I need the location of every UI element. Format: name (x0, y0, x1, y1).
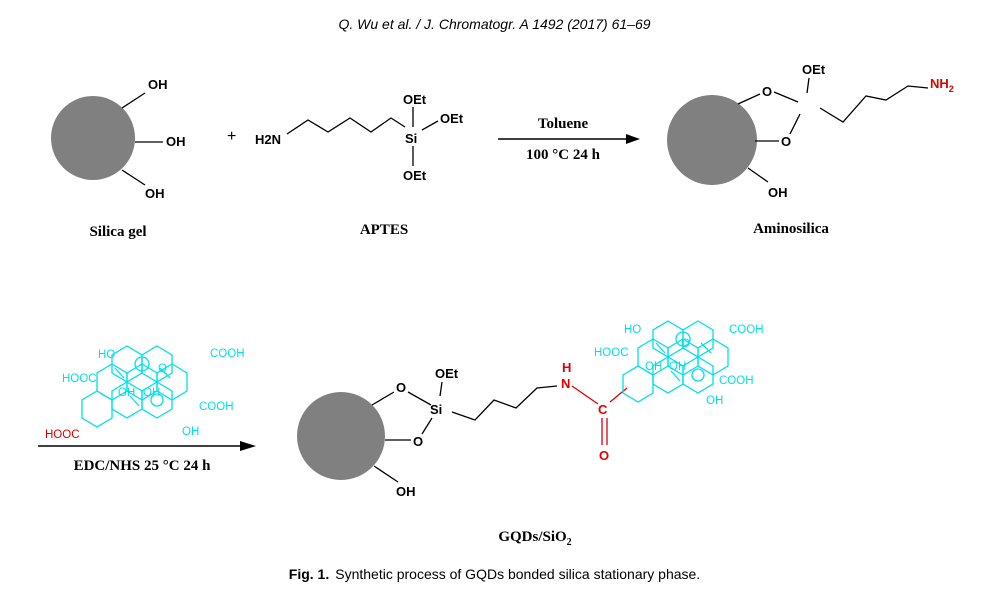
silica-gel: OH OH OH Silica gel (51, 77, 186, 240)
product-n: N (561, 376, 570, 391)
gqd-oh-bottom: OH (182, 426, 199, 438)
product-oet: OEt (435, 366, 459, 381)
gqdp-oh-2: OH (669, 361, 686, 373)
figure-label: Fig. 1. (288, 566, 330, 582)
silica-oh-bottom: OH (145, 186, 165, 201)
aptes-oet-top: OEt (403, 92, 427, 107)
step2-arrow: EDC/NHS 25 °C 24 h (38, 441, 256, 474)
aminosilica-o-bottom: O (781, 134, 791, 149)
step1-condition: 100 °C 24 h (526, 147, 601, 163)
gqd-cooh-top: COOH (210, 348, 245, 360)
product: O Si OEt O H N C O OH GQDs/SiO2 (297, 360, 628, 548)
step1-reagent: Toluene (538, 116, 589, 132)
aptes-si: Si (405, 131, 417, 146)
product-o-bottom: O (413, 434, 423, 449)
gqdp-hooc: HOOC (594, 347, 629, 359)
silica-oh-top: OH (148, 77, 168, 92)
gqd-hooc-left: HOOC (62, 373, 97, 385)
gqdp-o-epoxy: O (681, 338, 690, 350)
step2-condition: EDC/NHS 25 °C 24 h (74, 458, 212, 474)
step1-arrow: Toluene 100 °C 24 h (498, 116, 640, 163)
aptes-oet-bottom: OEt (403, 168, 427, 183)
gqd-reactant: HO COOH HOOC OH OH O COOH HOOC OH (45, 345, 245, 441)
aminosilica-label: Aminosilica (753, 221, 829, 237)
figure-caption: Fig. 1. Synthetic process of GQDs bonded … (0, 566, 989, 582)
gqd-o-epoxy: O (158, 363, 167, 375)
aminosilica-nh2: NH2 (930, 76, 954, 94)
aptes-h2n: H2N (255, 132, 281, 147)
aptes-label: APTES (360, 222, 408, 238)
gqdp-ho: HO (624, 324, 641, 336)
gqd-oh-2: OH (143, 387, 160, 399)
aminosilica-sphere (667, 95, 757, 185)
gqdp-cooh-top: COOH (729, 324, 764, 336)
aminosilica-o-top: O (762, 84, 772, 99)
aminosilica-oh: OH (768, 185, 788, 200)
gqd-oh-1: OH (118, 387, 135, 399)
gqdp-oh-1: OH (645, 361, 662, 373)
product-oh: OH (396, 484, 416, 499)
figure-caption-text: Synthetic process of GQDs bonded silica … (335, 566, 701, 582)
gqd-cooh-right: COOH (199, 401, 234, 413)
aminosilica-oet: OEt (802, 62, 826, 77)
plus-sign: + (227, 128, 236, 145)
product-o-top: O (396, 380, 406, 395)
gqdp-cooh-right: COOH (719, 375, 754, 387)
product-c: C (598, 402, 608, 417)
aminosilica: O OEt O NH2 OH Aminosilica (667, 62, 954, 237)
product-label: GQDs/SiO2 (498, 529, 571, 548)
silica-sphere (51, 96, 135, 180)
product-o-carbonyl: O (599, 448, 609, 463)
gqd-hooc-reactive: HOOC (45, 429, 80, 441)
product-si: Si (430, 402, 442, 417)
silica-gel-label: Silica gel (89, 224, 146, 240)
running-header: Q. Wu et al. / J. Chromatogr. A 1492 (20… (338, 16, 651, 32)
gqdp-oh-bottom: OH (706, 395, 723, 407)
product-sphere (297, 392, 385, 480)
aptes: H2N Si OEt OEt OEt APTES (255, 92, 464, 238)
product-h: H (562, 360, 571, 375)
gqd-product: HO COOH HOOC OH OH O COOH OH (594, 320, 764, 407)
gqd-ho: HO (98, 349, 115, 361)
aptes-oet-right: OEt (440, 111, 464, 126)
silica-oh-mid: OH (166, 134, 186, 149)
